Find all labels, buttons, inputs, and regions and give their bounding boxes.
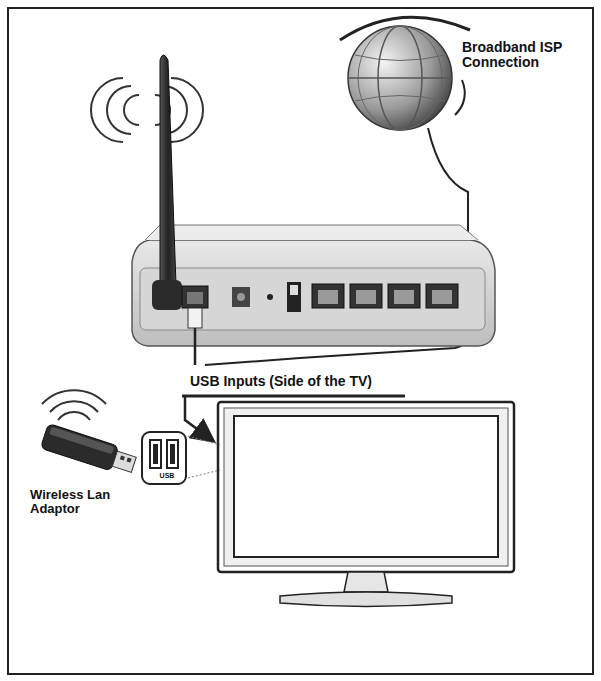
- globe: [340, 17, 470, 130]
- connection-label: Broadband ISP Connection: [462, 40, 587, 71]
- adaptor-waves: [42, 390, 106, 420]
- adaptor-label: Wireless Lan Adaptor: [30, 488, 135, 517]
- usb-port-icon: [142, 432, 186, 484]
- wireless-lan-adaptor: [40, 423, 137, 477]
- tv: [218, 402, 514, 607]
- router-waves: [91, 78, 203, 142]
- ethernet-plug: [188, 308, 202, 365]
- leader-lines: [188, 436, 220, 478]
- callout-arrow: [185, 396, 212, 440]
- frame: [8, 8, 593, 674]
- callout-bar: [182, 395, 405, 398]
- port-label: USB: [152, 472, 182, 480]
- router: [132, 55, 495, 346]
- usb-inputs-label: USB Inputs (Side of the TV): [190, 374, 372, 389]
